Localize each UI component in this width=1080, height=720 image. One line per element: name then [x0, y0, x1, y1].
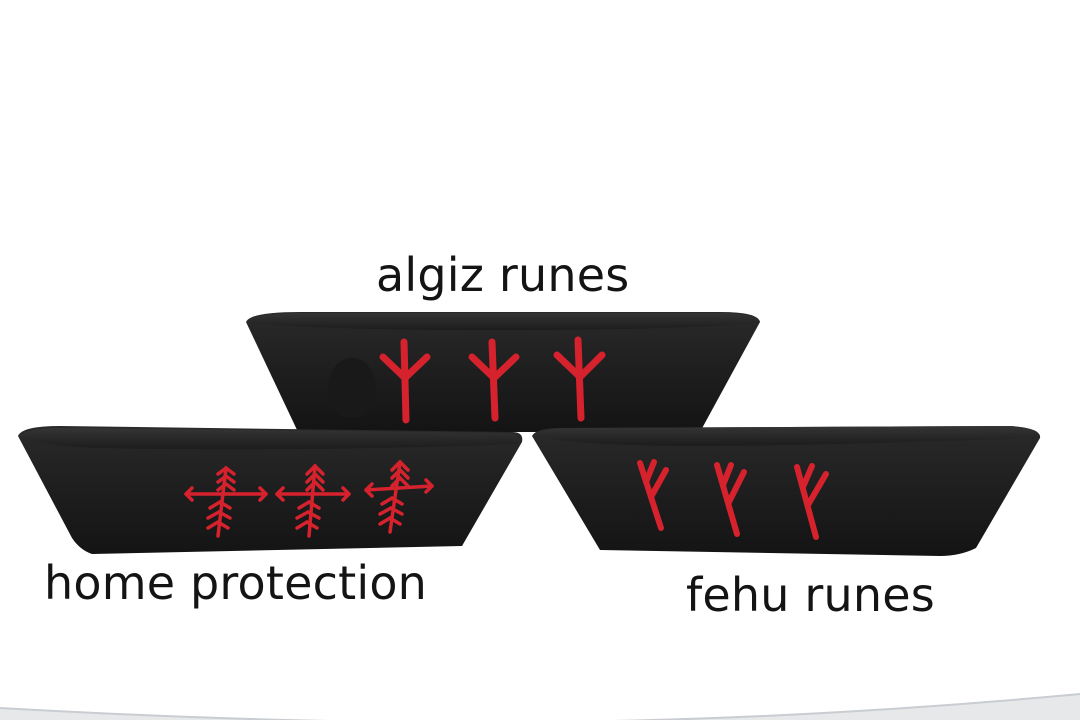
label-fehu-runes: fehu runes	[686, 568, 935, 622]
fehu-rune-icon	[794, 463, 829, 540]
label-algiz-runes: algiz runes	[376, 248, 630, 302]
bowl-algiz	[246, 312, 760, 432]
home-protection-rune-icon	[364, 459, 434, 534]
home-protection-rune-icon	[184, 465, 268, 538]
bowl-home-protection	[18, 426, 523, 554]
bowl-fehu	[532, 426, 1041, 556]
surface-edge	[0, 693, 1080, 720]
fehu-rune-icon	[637, 459, 669, 531]
algiz-rune-icons	[379, 336, 606, 424]
fehu-rune-icon	[714, 462, 747, 537]
algiz-rune-icon	[379, 338, 431, 424]
label-home-protection: home protection	[44, 556, 428, 610]
home-protection-rune-icon	[275, 463, 351, 538]
fehu-rune-icons	[637, 459, 829, 540]
algiz-rune-icon	[468, 338, 520, 422]
home-protection-rune-icons	[184, 459, 434, 538]
algiz-rune-icon	[553, 336, 606, 422]
